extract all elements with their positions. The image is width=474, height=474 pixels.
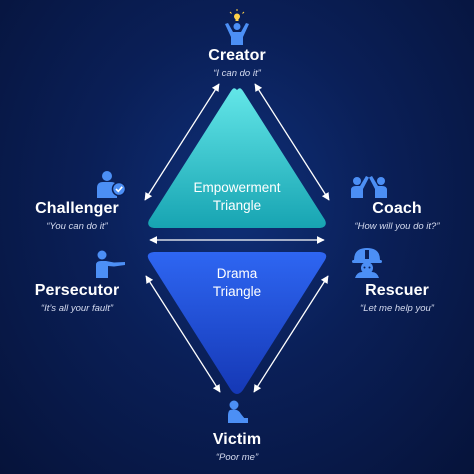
empowerment-label-line1: Empowerment [193,180,281,195]
drama-triangle-label: Drama Triangle [157,265,317,301]
drama-label-line1: Drama [216,266,258,281]
rescuer-title: Rescuer [365,282,429,299]
victim-title: Victim [212,431,262,448]
arrow-rescuer-victim [253,275,329,393]
victim-sitting-icon [228,400,248,423]
persecutor-quote: “It’s all your fault” [40,303,114,314]
empowerment-label-line2: Triangle [212,198,262,213]
role-challenger: Challenger “You can do it” [2,199,152,233]
victim-quote: “Poor me” [215,452,259,463]
coach-title: Coach [372,200,422,217]
creator-quote: “I can do it” [213,68,261,79]
creator-lightbulb-icon [225,9,249,45]
challenger-person-check-icon [97,171,127,198]
challenger-quote: “You can do it” [46,221,108,232]
challenger-title: Challenger [35,200,119,217]
persecutor-title: Persecutor [34,282,120,299]
coach-high-five-icon [351,176,387,198]
arrow-creator-challenger [144,83,220,201]
role-persecutor: Persecutor “It’s all your fault” [2,281,152,315]
arrow-persecutor-victim [145,275,221,393]
role-creator: Creator “I can do it” [162,46,312,80]
role-coach: Coach “How will you do it?” [322,199,472,233]
creator-title: Creator [208,47,266,64]
rescuer-helmet-icon [352,248,382,278]
drama-label-line2: Triangle [212,284,262,299]
arrow-creator-coach [254,83,330,201]
role-rescuer: Rescuer “Let me help you” [322,281,472,315]
role-victim: Victim “Poor me” [162,430,312,464]
coach-quote: “How will you do it?” [354,221,440,232]
persecutor-pointing-icon [96,250,125,278]
empowerment-triangle-label: Empowerment Triangle [157,179,317,215]
rescuer-quote: “Let me help you” [360,303,434,314]
